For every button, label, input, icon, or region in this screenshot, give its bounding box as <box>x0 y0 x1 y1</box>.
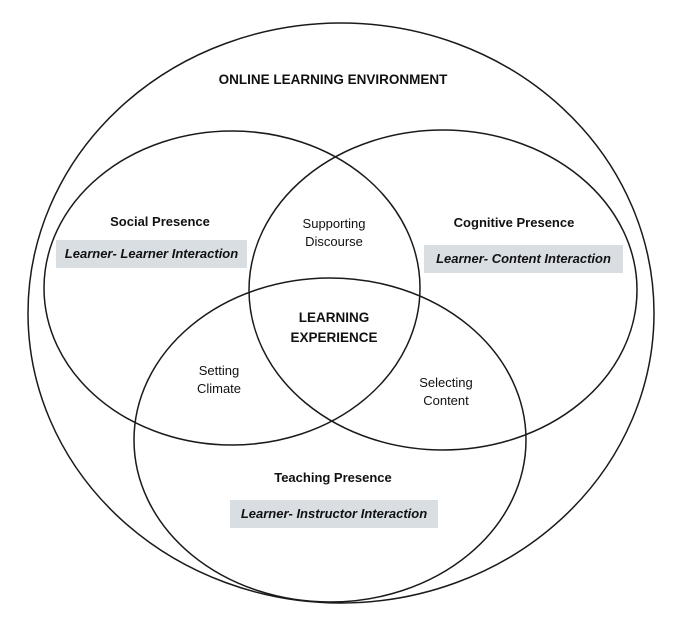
supporting-discourse-label: Supporting Discourse <box>302 216 366 249</box>
cognitive-presence-ellipse <box>248 129 638 451</box>
selecting-content-label: Selecting Content <box>419 375 473 408</box>
environment-title: ONLINE LEARNING ENVIRONMENT <box>218 72 448 87</box>
social-presence-ellipse <box>43 130 421 446</box>
learning-experience-label: LEARNING EXPERIENCE <box>290 310 378 345</box>
teaching-presence-title: Teaching Presence <box>274 470 392 485</box>
teaching-presence-ellipse <box>133 277 527 603</box>
cognitive-presence-title: Cognitive Presence <box>453 215 575 230</box>
learner-learner-interaction-box: Learner- Learner Interaction <box>56 240 247 268</box>
online-learning-environment-ellipse <box>27 22 655 604</box>
social-presence-title: Social Presence <box>110 214 210 229</box>
setting-climate-label: Setting Climate <box>196 363 242 396</box>
learner-content-interaction-box: Learner- Content Interaction <box>424 245 623 273</box>
learner-instructor-interaction-box: Learner- Instructor Interaction <box>230 500 438 528</box>
